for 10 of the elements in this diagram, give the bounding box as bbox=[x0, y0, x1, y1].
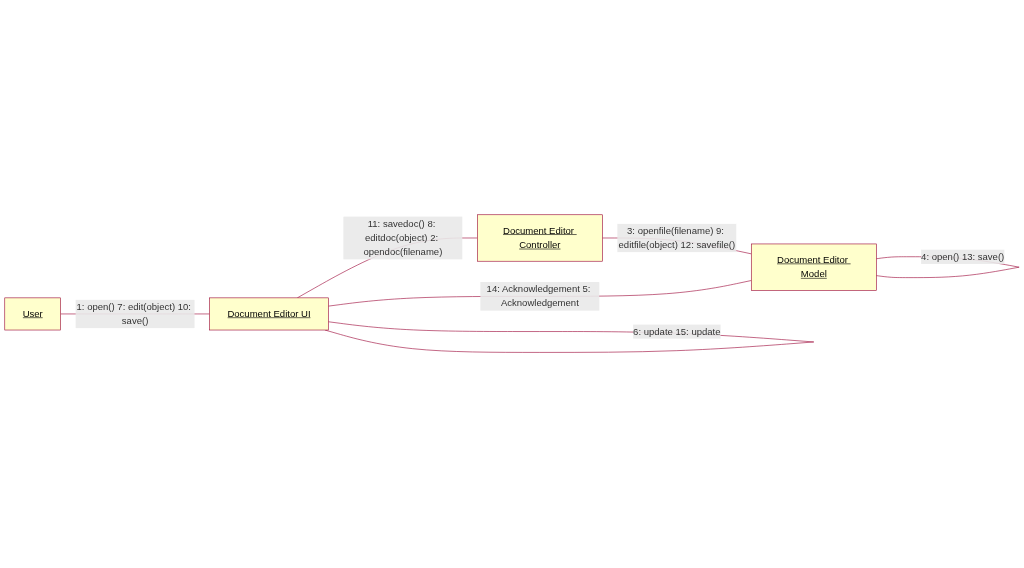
node-box: Document Editor UI bbox=[209, 297, 329, 331]
edge-label: 6: update 15: update bbox=[633, 326, 721, 337]
edge-label: 3: openfile(filename) 9: editfile(object) 12: savefile() bbox=[618, 225, 736, 251]
node-box: User bbox=[4, 297, 61, 331]
edge-label: 14: Acknowledgement 5: Acknowledgement bbox=[486, 284, 591, 309]
edge-label: 1: open() 7: edit(object) 10: save() bbox=[76, 301, 191, 327]
edge-label: 11: savedoc() 8: editdoc(object) 2: opendoc(filename) bbox=[363, 218, 443, 258]
node-box: Document Editor Controller bbox=[477, 214, 603, 262]
edge-label: 4: open() 13: save() bbox=[921, 251, 1005, 262]
node-box: Document Editor Model bbox=[751, 244, 877, 292]
